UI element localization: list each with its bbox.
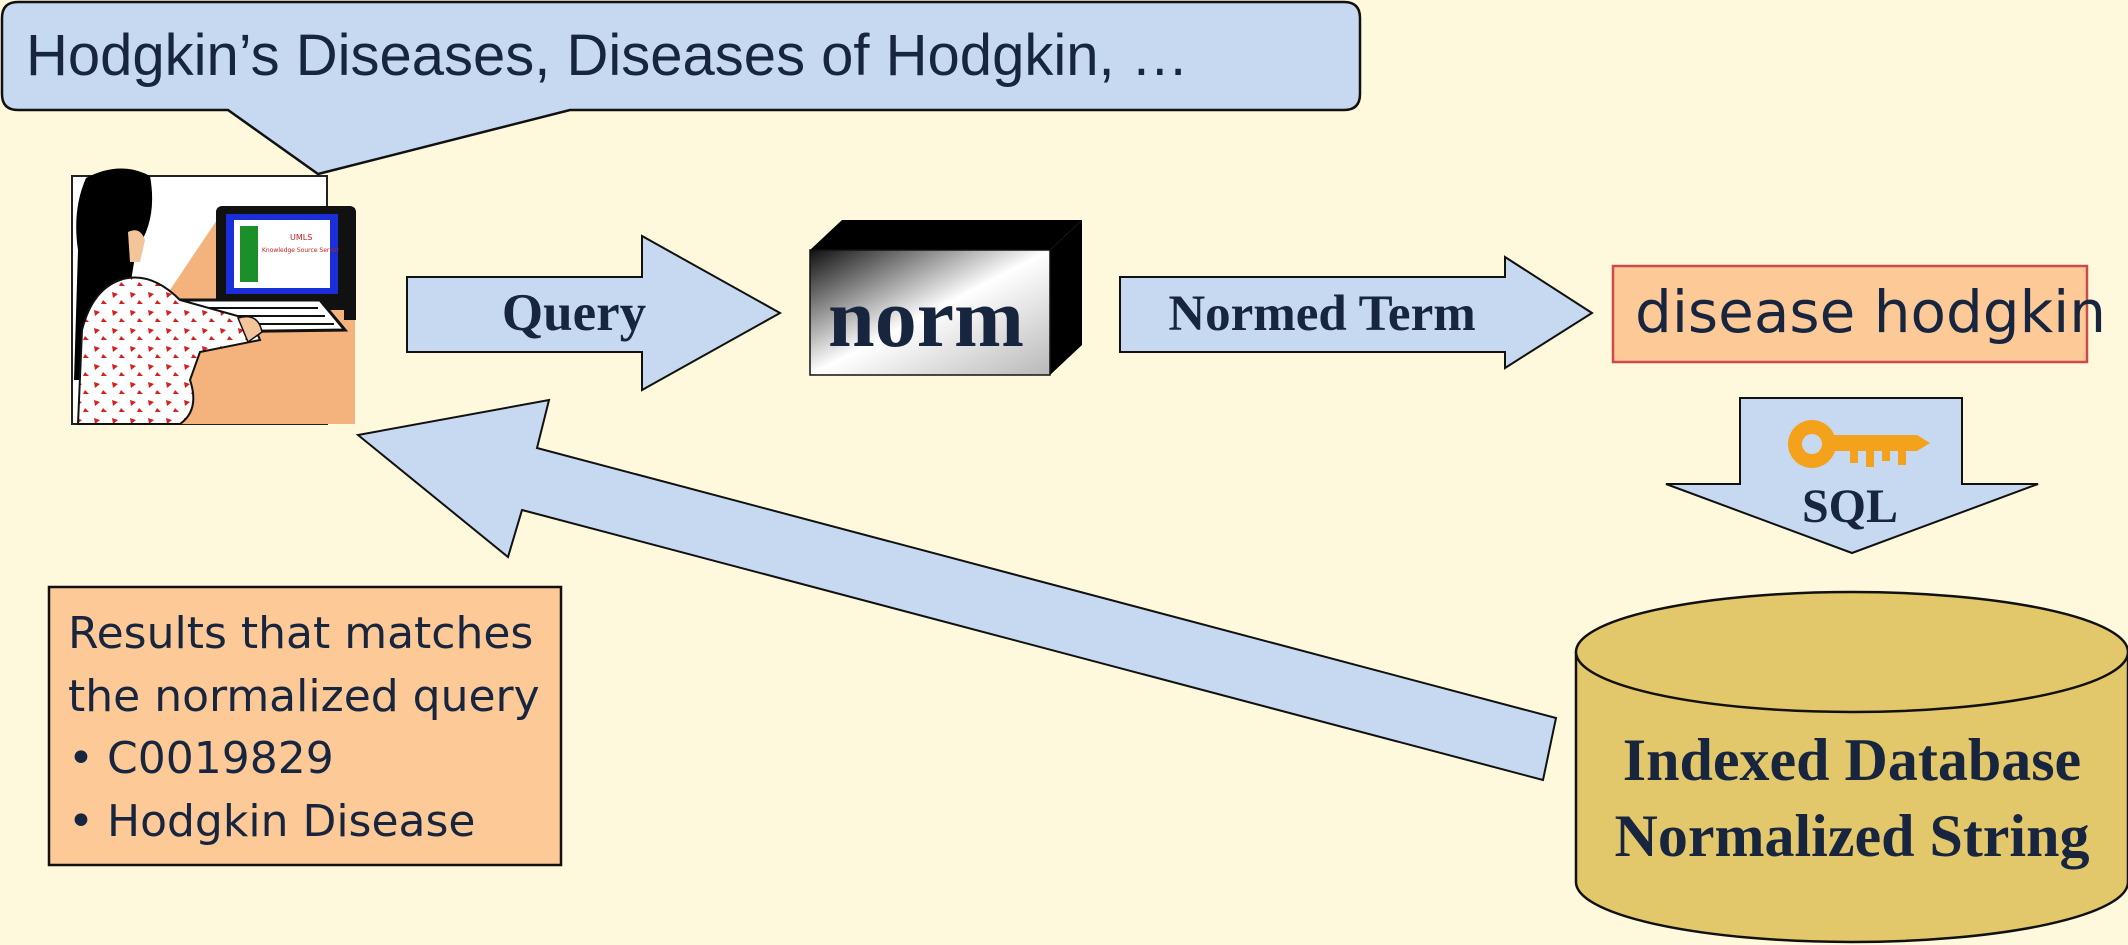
query-arrow-label: Query — [502, 284, 646, 342]
sql-arrow-label: SQL — [1802, 480, 1898, 533]
results-bullet-marker: • — [68, 796, 94, 847]
database-label-line1: Indexed Database — [1623, 727, 2081, 793]
indexed-database: Indexed Database Normalized String — [1574, 590, 2128, 944]
screen-text-kss: Knowledge Source Server — [262, 247, 340, 254]
results-line1: Results that matches — [68, 608, 533, 659]
normed-term-arrow-label: Normed Term — [1168, 286, 1475, 342]
normed-output-text: disease hodgkin — [1635, 278, 2106, 346]
norm-block-label: norm — [828, 272, 1024, 365]
sql-arrow: SQL — [1665, 397, 2039, 555]
norm-block: norm — [809, 220, 1082, 376]
normed-output-box: disease hodgkin — [1611, 264, 2106, 364]
speech-bubble-text: Hodgkin’s Diseases, Diseases of Hodgkin,… — [26, 23, 1189, 88]
results-box: Results that matches the normalized quer… — [47, 585, 563, 867]
user-at-computer-icon: UMLS Knowledge Source Server — [71, 168, 356, 425]
results-bullet-marker: • — [68, 733, 94, 784]
database-label-line2: Normalized String — [1615, 803, 2090, 869]
results-bullet-cui: C0019829 — [107, 733, 334, 784]
screen-text-umls: UMLS — [290, 233, 312, 242]
results-return-arrow — [355, 398, 1558, 782]
speech-bubble: Hodgkin’s Diseases, Diseases of Hodgkin,… — [0, 0, 1362, 176]
query-arrow: Query — [406, 234, 783, 392]
normed-term-arrow: Normed Term — [1119, 255, 1594, 370]
results-line2: the normalized query — [68, 671, 540, 722]
results-bullet-name: Hodgkin Disease — [107, 796, 476, 847]
key-icon — [1788, 420, 1930, 468]
